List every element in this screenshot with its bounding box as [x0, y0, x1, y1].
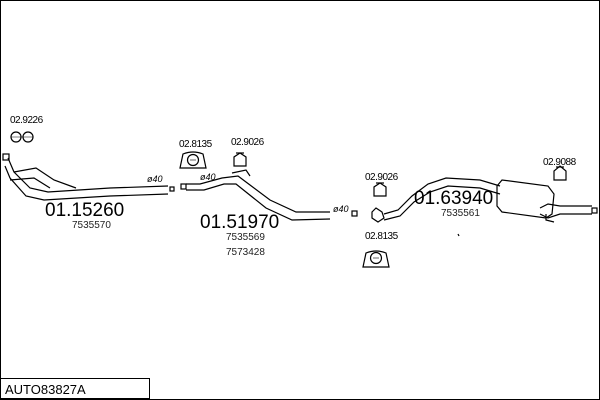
- diameter-label-3: ø40: [333, 204, 349, 214]
- clamp-icon-1: [10, 131, 34, 143]
- diameter-label-2: ø40: [200, 172, 216, 182]
- clamp-label-2: 02.8135: [179, 139, 212, 150]
- clamp-label-5: 02.8135: [365, 231, 398, 242]
- clamp-icon-3: [233, 152, 247, 167]
- clamp-icon-2: [179, 151, 207, 169]
- part-code-front-pipe: 01.15260: [45, 200, 125, 221]
- part-ref1-middle-silencer: 7535569: [226, 232, 265, 243]
- clamp-icon-4: [373, 182, 387, 197]
- clamp-label-6: 02.9088: [543, 157, 576, 168]
- clamp-label-3: 02.9026: [231, 137, 264, 148]
- rear-silencer-drawing: [371, 177, 598, 237]
- clamp-label-4: 02.9026: [365, 172, 398, 183]
- clamp-label-1: 02.9226: [10, 115, 43, 126]
- diameter-label-1: ø40: [147, 174, 163, 184]
- part-ref-front-pipe: 7535570: [72, 220, 111, 231]
- part-code-rear-silencer: 01.63940: [414, 188, 494, 209]
- part-ref-rear-silencer: 7535561: [441, 208, 480, 219]
- clamp-icon-5: [362, 250, 390, 268]
- title-box: AUTO83827A: [0, 378, 150, 399]
- part-ref2-middle-silencer: 7573428: [226, 247, 265, 258]
- clamp-icon-6: [553, 165, 567, 181]
- middle-pipe-drawing: [180, 169, 358, 221]
- part-code-middle-silencer: 01.51970: [200, 212, 280, 233]
- diagram-title: AUTO83827A: [5, 382, 86, 397]
- front-pipe-drawing: [2, 153, 175, 201]
